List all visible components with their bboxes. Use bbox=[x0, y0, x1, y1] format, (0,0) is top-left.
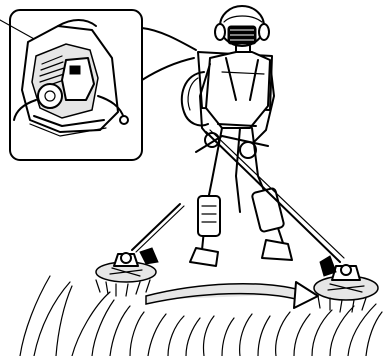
cutting-disc-icon bbox=[314, 256, 378, 300]
operator-figure-icon bbox=[182, 6, 292, 266]
cutting-disc-icon bbox=[96, 248, 158, 282]
curved-arrow-right-icon bbox=[146, 282, 318, 308]
inset-panel bbox=[0, 10, 196, 160]
